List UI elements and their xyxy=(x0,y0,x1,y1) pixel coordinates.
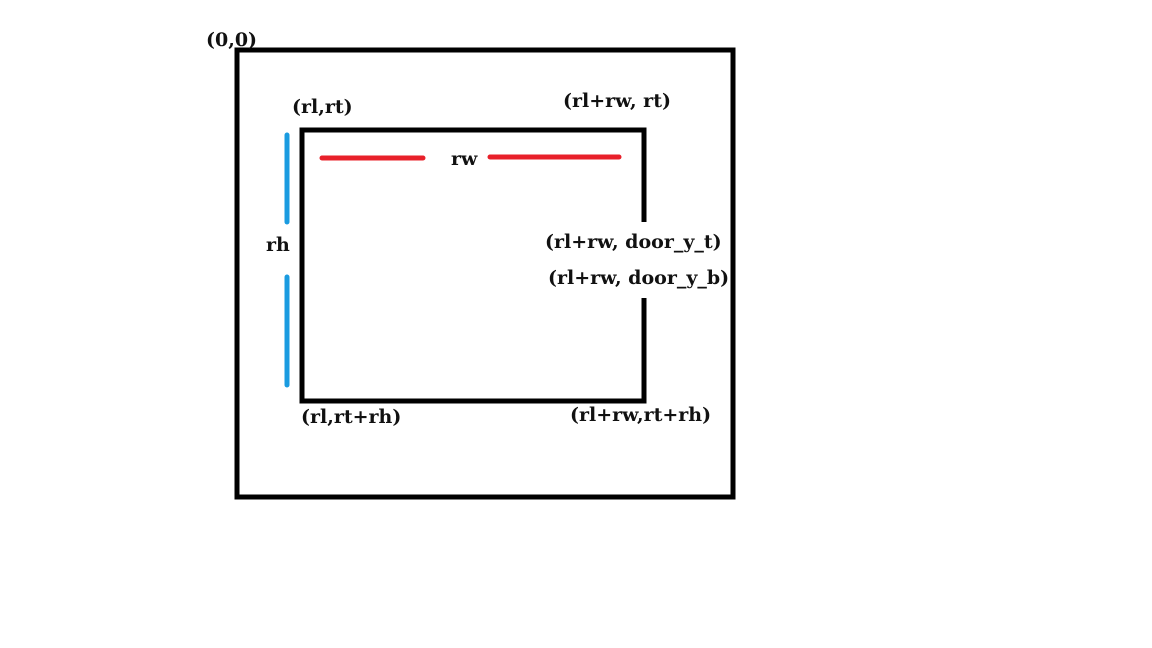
outer-boundary xyxy=(234,47,736,500)
door-top-label: (rl+rw, door_y_t) xyxy=(545,231,722,253)
origin-label: (0,0) xyxy=(206,29,257,51)
room-outline xyxy=(299,127,647,404)
width-label: rw xyxy=(451,148,478,170)
door-bottom-label: (rl+rw, door_y_b) xyxy=(548,267,729,289)
top-right-label: (rl+rw, rt) xyxy=(563,90,671,112)
top-left-label: (rl,rt) xyxy=(292,96,353,118)
bottom-right-label: (rl+rw,rt+rh) xyxy=(570,404,711,426)
height-label: rh xyxy=(266,234,290,256)
bottom-left-label: (rl,rt+rh) xyxy=(301,406,401,428)
